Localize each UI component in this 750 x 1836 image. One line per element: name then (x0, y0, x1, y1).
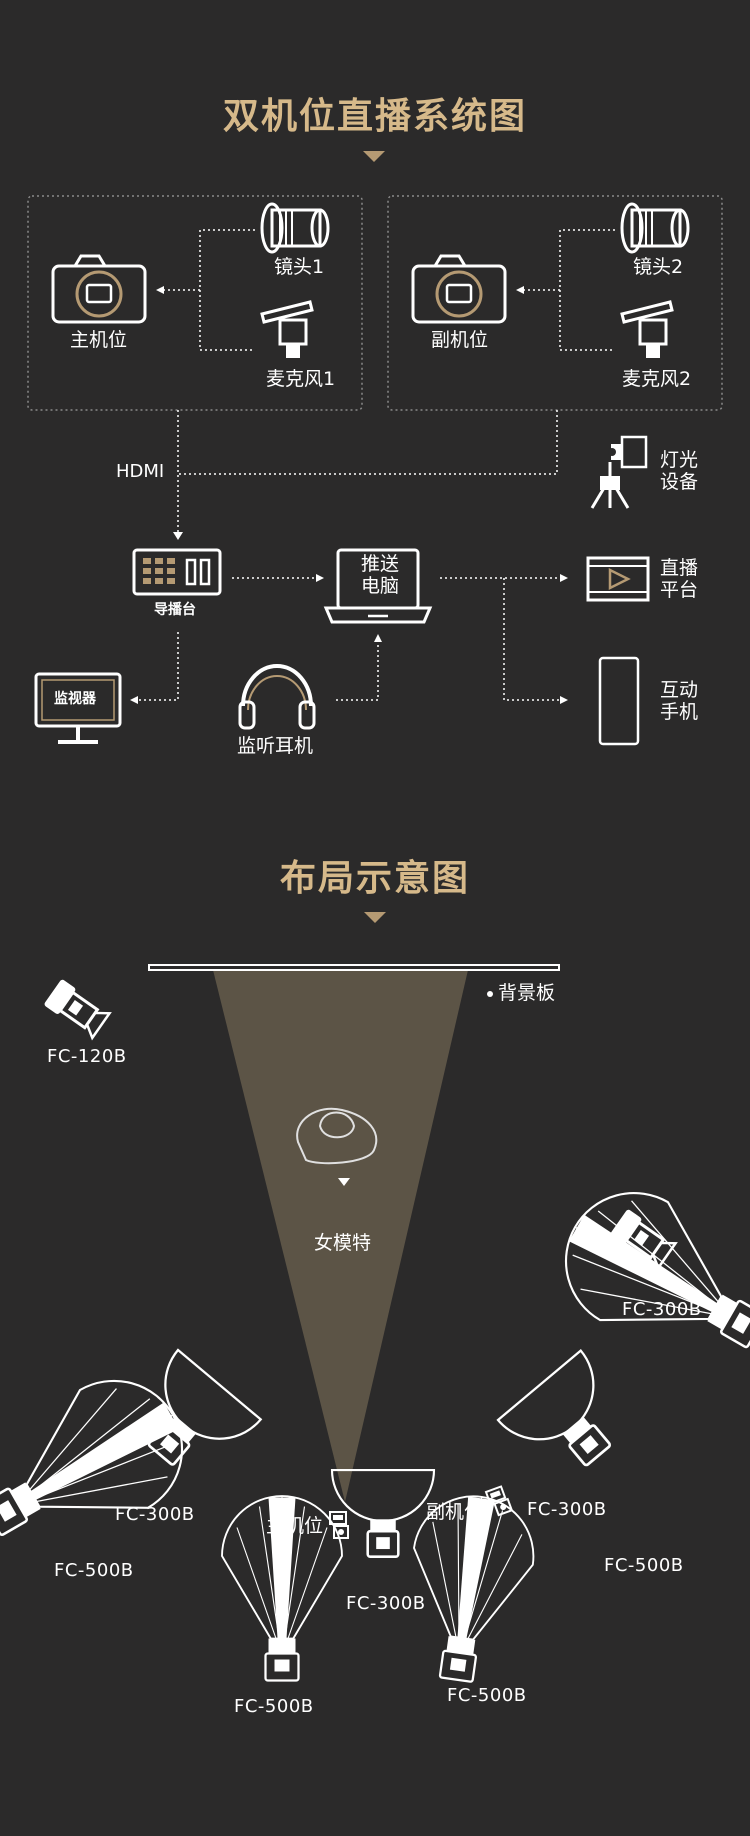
fc120b-light-icon (43, 978, 112, 1040)
layout-diagram-title: 布局示意图 (279, 858, 470, 899)
live-platform-label: 直播 平台 (660, 557, 699, 601)
switcher-icon (132, 548, 222, 596)
system-diagram-title: 双机位直播系统图 (222, 96, 527, 137)
fc300b-right2-label: FC-300B (527, 1499, 607, 1520)
fc500b-right-label: FC-500B (604, 1555, 684, 1576)
hdmi-label: HDMI (116, 461, 165, 482)
monitor-label: 监视器 (54, 691, 96, 707)
sub-camera-icon (411, 254, 507, 324)
phone-icon (598, 656, 640, 746)
sub-camera-label: 副机位 (431, 329, 489, 351)
fc300b-left-label: FC-300B (115, 1504, 195, 1525)
fc500b-left-softbox-icon (0, 1354, 209, 1580)
mic-2-icon (620, 300, 674, 360)
backdrop-label: 背景板 (498, 982, 556, 1004)
fc300b-right-label: FC-300B (622, 1299, 702, 1320)
layout-sub-camera-label: 副机位 (426, 1501, 484, 1523)
headphones-label: 监听耳机 (237, 735, 314, 757)
headphones-icon (238, 664, 316, 730)
fc500b-bottom-left-label: FC-500B (234, 1696, 314, 1717)
live-platform-icon (586, 556, 650, 602)
fc120b-label: FC-120B (47, 1046, 127, 1067)
switcher-label: 导播台 (154, 602, 196, 618)
push-pc-label: 推送 电脑 (360, 553, 399, 597)
model-icon (296, 1107, 378, 1186)
mic-2-label: 麦克风2 (622, 368, 692, 390)
sub-camera-small-icon (484, 1485, 514, 1517)
lens-2-icon (620, 202, 690, 254)
phone-label: 互动 手机 (660, 679, 699, 723)
mic-1-icon (260, 300, 314, 360)
lens-1-label: 镜头1 (274, 256, 325, 278)
main-camera-label: 主机位 (70, 329, 128, 351)
lens-1-icon (260, 202, 330, 254)
main-camera-small-icon (329, 1511, 349, 1539)
fc500b-left-label: FC-500B (54, 1560, 134, 1581)
model-label: 女模特 (314, 1232, 372, 1254)
mic-1-label: 麦克风1 (266, 368, 336, 390)
laptop-icon (323, 548, 433, 624)
fc500b-bottom-right-label: FC-500B (447, 1685, 527, 1706)
lens-2-label: 镜头2 (633, 256, 684, 278)
layout-main-camera-label: 主机位 (266, 1515, 324, 1537)
fc300b-right2-reflector-icon (496, 1349, 642, 1492)
light-equipment-label: 灯光 设备 (660, 449, 699, 493)
light-equipment-icon (590, 435, 648, 509)
monitor-icon (34, 672, 122, 744)
main-camera-icon (51, 254, 147, 324)
fc300b-center-label: FC-300B (346, 1593, 426, 1614)
